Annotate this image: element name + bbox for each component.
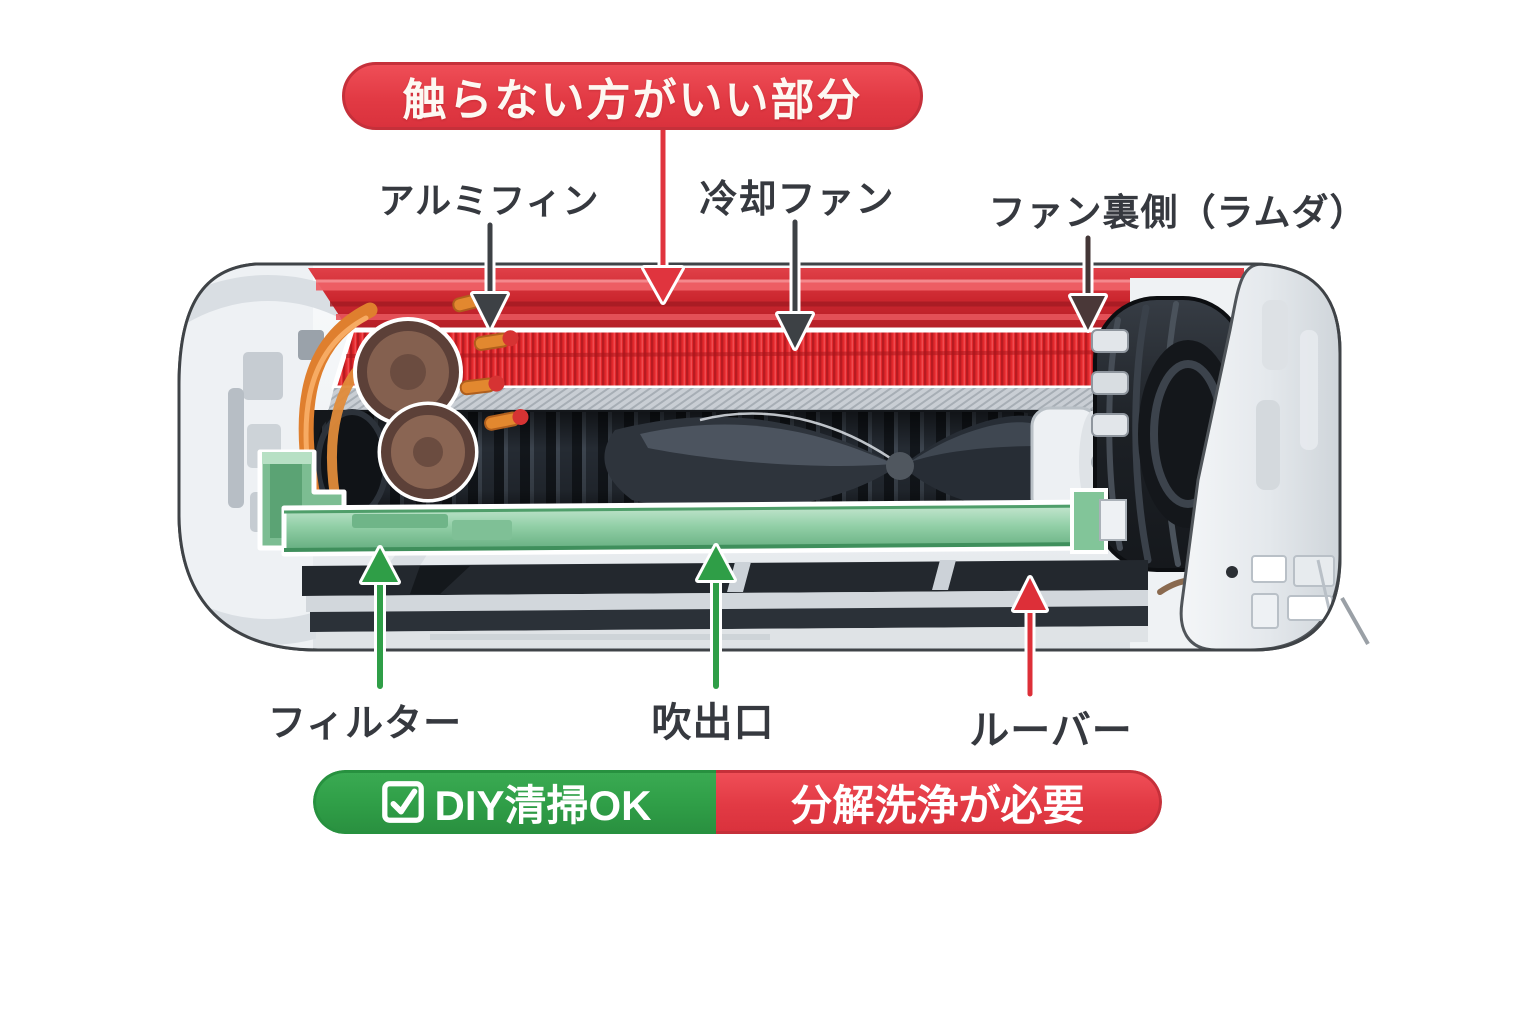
warning-pointer-arrow <box>641 124 685 305</box>
ac-body-outline <box>177 262 1342 652</box>
louver-arrow <box>1011 575 1049 700</box>
warning-banner: 触らない方がいい部分 <box>342 62 923 130</box>
outlet-arrow <box>695 543 737 692</box>
cooling-fan-part <box>315 406 1109 519</box>
aluminum-fins-part <box>331 327 1203 391</box>
fan-back-arrow <box>1068 232 1108 333</box>
label-filter: フィルター <box>267 703 463 745</box>
label-outlet: 吹出口 <box>651 701 775 745</box>
label-cooling-fan: 冷却ファン <box>699 179 895 221</box>
legend-ng-label: 分解洗浄が必要 <box>790 781 1085 829</box>
legend-ok-segment: DIY清掃OK <box>313 770 716 834</box>
label-fan-back: ファン裏側（ラムダ） <box>988 192 1368 233</box>
cooling-fan-arrow <box>775 216 815 351</box>
legend-banner: DIY清掃OK 分解洗浄が必要 <box>313 770 1162 834</box>
legend-ng-segment: 分解洗浄が必要 <box>716 770 1162 834</box>
label-aluminum-fins: アルミフィン <box>378 180 600 221</box>
checkbox-checked-icon <box>382 781 425 823</box>
label-louver: ルーバー <box>969 709 1133 753</box>
filter-arrow <box>359 545 401 692</box>
legend-ok-label: DIY清掃OK <box>434 781 652 829</box>
aluminum-fins-arrow <box>470 219 510 331</box>
filter-part <box>257 449 1127 557</box>
warning-banner-text: 触らない方がいい部分 <box>402 76 863 125</box>
casing-edge-flick <box>1340 597 1370 645</box>
